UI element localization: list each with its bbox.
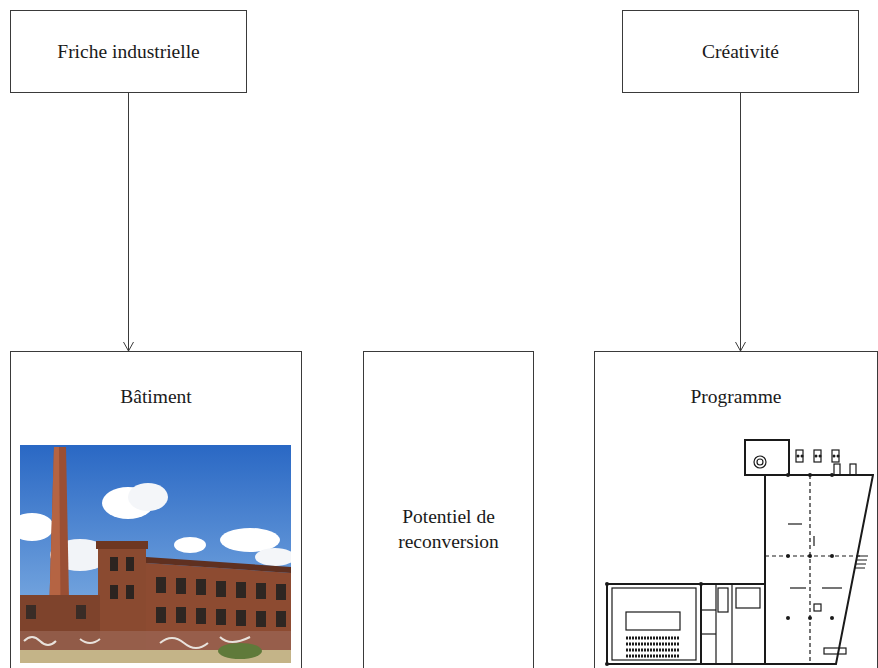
node-label: Friche industrielle (57, 39, 199, 64)
node-label: Bâtiment (120, 384, 192, 409)
arrow-connector (124, 93, 134, 351)
source-box: Créativité (622, 10, 859, 93)
node-label: Créativité (702, 39, 779, 64)
program-box: Programme (594, 351, 878, 668)
factory-photo (20, 445, 291, 663)
arrow-connector (736, 93, 746, 351)
potential-box: Potentiel de reconversion (363, 351, 534, 668)
building-box: Bâtiment (10, 351, 302, 668)
node-label: Programme (691, 384, 782, 409)
floor-plan (598, 438, 874, 666)
source-box: Friche industrielle (10, 10, 247, 93)
node-label: Potentiel de reconversion (384, 504, 513, 555)
